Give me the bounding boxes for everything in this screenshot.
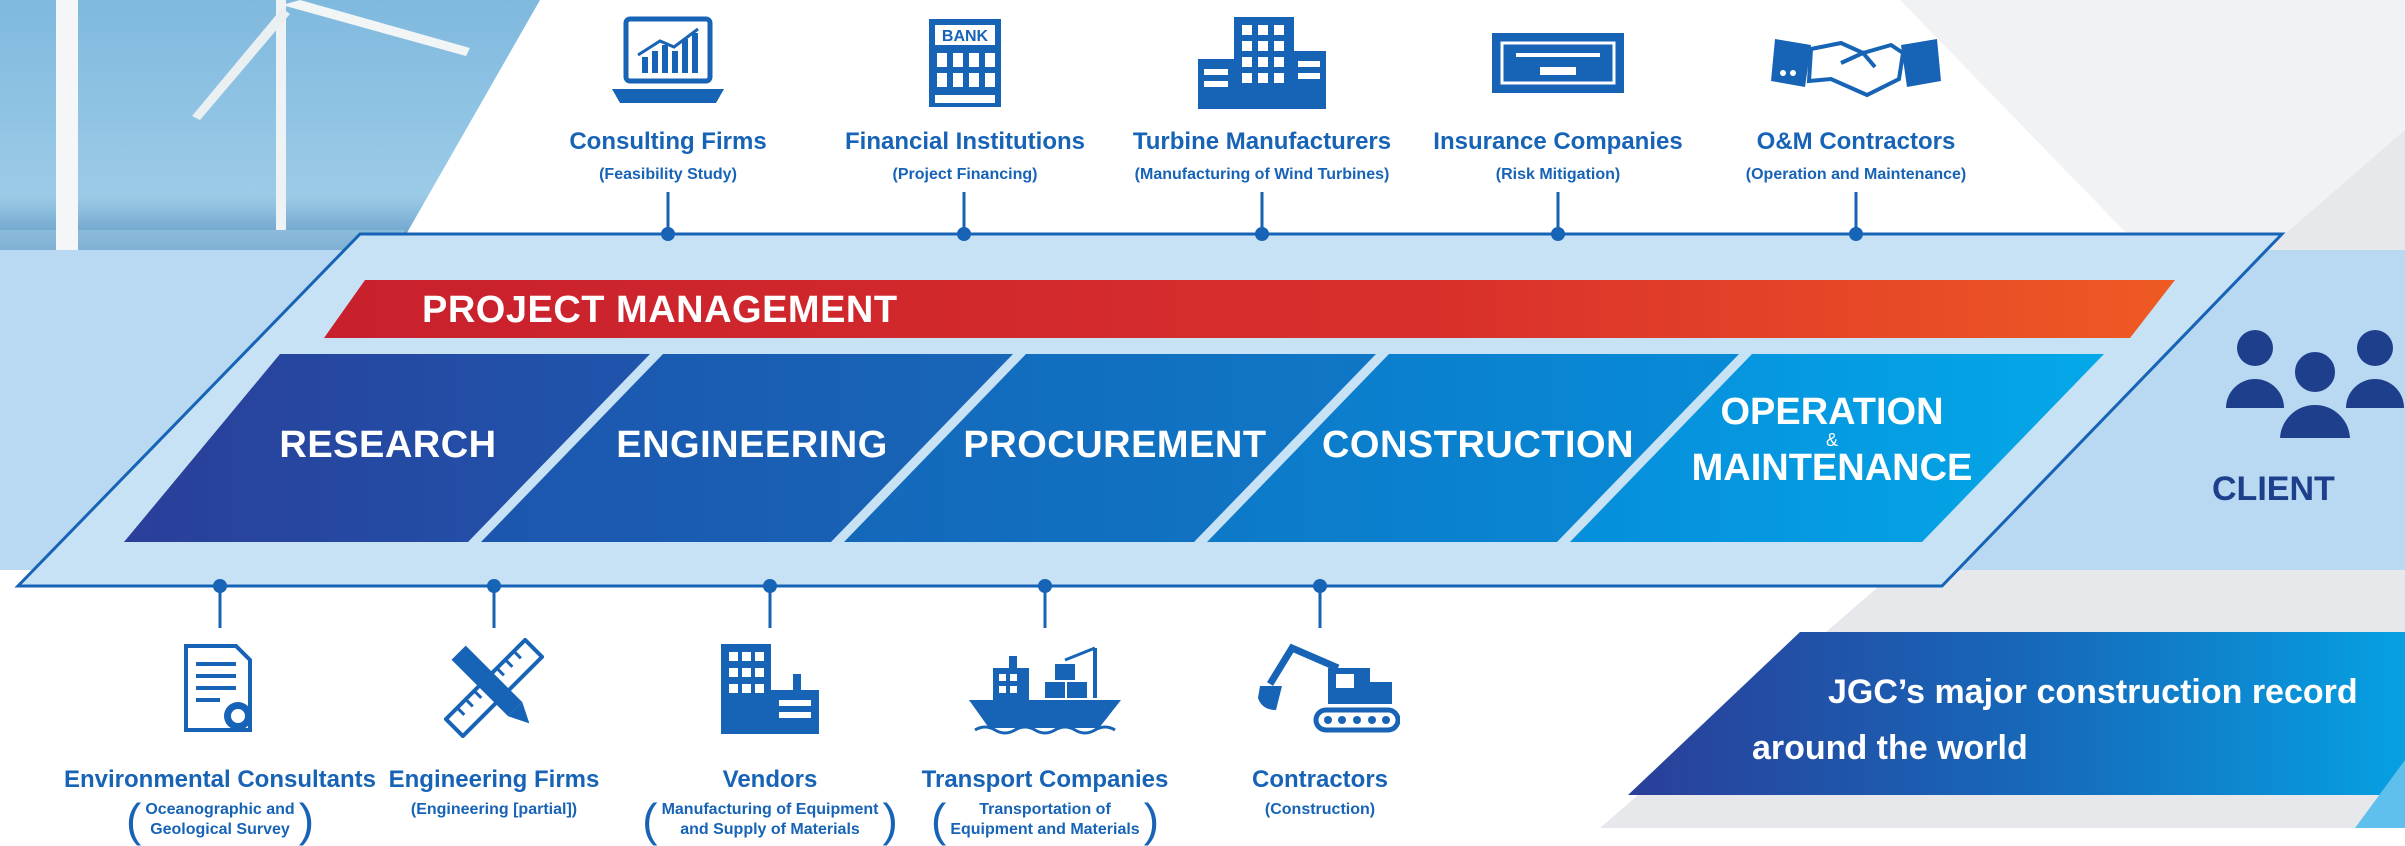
stakeholder-name: Consulting Firms — [569, 128, 767, 155]
phase-label-operation: OPERATION — [1720, 391, 1944, 433]
laptop-chart-icon — [518, 8, 818, 118]
phase-label-research: RESEARCH — [279, 424, 497, 466]
diagram-canvas — [0, 0, 2405, 828]
record-banner-link[interactable]: JGC’s major construction record around t… — [1752, 664, 2358, 776]
stakeholder-role: (Risk Mitigation) — [1495, 166, 1621, 183]
stakeholder-turbine-manufacturers: Turbine Manufacturers (Manufacturing of … — [1112, 8, 1412, 184]
stakeholder-name: Vendors — [722, 766, 818, 793]
turbine-tower — [56, 0, 78, 300]
handshake-icon — [1706, 8, 2006, 118]
stakeholder-role: (Feasibility Study) — [599, 166, 737, 183]
stakeholder-insurance-companies: Insurance Companies (Risk Mitigation) — [1408, 8, 1708, 184]
certificate-document-icon — [55, 628, 385, 748]
bank-icon: BANK — [815, 8, 1115, 118]
cargo-ship-icon — [880, 628, 1210, 748]
phase-research — [124, 354, 650, 542]
client-label: CLIENT — [2212, 470, 2335, 508]
project-management-bar — [324, 280, 2175, 338]
turbine-blade — [192, 8, 290, 120]
svg-text:BANK: BANK — [942, 28, 989, 45]
phase-label-procurement: PROCUREMENT — [963, 424, 1267, 466]
stakeholder-financial-institutions: BANK Financial Institutions (Project Fin… — [815, 8, 1115, 184]
ruler-pencil-icon — [329, 628, 659, 748]
phase-procurement — [844, 354, 1376, 542]
stakeholder-role: Manufacturing of Equipment and Supply of… — [661, 801, 879, 838]
phase-label-maintenance: MAINTENANCE — [1691, 447, 1973, 489]
people-group-icon — [2226, 330, 2404, 442]
stakeholder-role: (Project Financing) — [892, 166, 1038, 183]
stakeholder-role: (Operation and Maintenance) — [1745, 166, 1967, 183]
stakeholder-name: O&M Contractors — [1756, 128, 1956, 155]
stakeholder-name: Engineering Firms — [388, 766, 600, 793]
project-management-label: PROJECT MANAGEMENT — [422, 289, 898, 331]
stakeholder-name: Environmental Consultants — [63, 766, 377, 793]
turbine-blade — [282, 0, 470, 56]
phase-engineering — [481, 354, 1013, 542]
stakeholder-role: (Manufacturing of Wind Turbines) — [1134, 166, 1390, 183]
stakeholder-name: Contractors — [1251, 766, 1389, 793]
excavator-icon — [1155, 628, 1485, 748]
stakeholder-role: Oceanographic and Geological Survey — [145, 801, 295, 838]
phase-operation-maintenance — [1570, 354, 2104, 542]
insurance-document-icon — [1408, 8, 1708, 118]
stakeholder-contractors: Contractors (Construction) — [1155, 628, 1485, 820]
stakeholder-role: (Construction) — [1264, 801, 1376, 818]
stakeholder-name: Transport Companies — [921, 766, 1169, 793]
stakeholder-name: Turbine Manufacturers — [1132, 128, 1392, 155]
stakeholder-role: (Engineering [partial]) — [410, 801, 578, 818]
stakeholder-name: Financial Institutions — [844, 128, 1085, 155]
stakeholder-om-contractors: O&M Contractors (Operation and Maintenan… — [1706, 8, 2006, 184]
ampersand: & — [1825, 430, 1838, 450]
stakeholder-name: Insurance Companies — [1433, 128, 1683, 155]
record-banner — [1628, 632, 2405, 795]
record-banner-line1: JGC’s major construction record — [1828, 673, 2358, 711]
vendor-building-icon — [605, 628, 935, 748]
stakeholder-role: Transportation of Equipment and Material… — [950, 801, 1140, 838]
stakeholder-engineering-firms: Engineering Firms (Engineering [partial]… — [329, 628, 659, 820]
factory-building-icon — [1112, 8, 1412, 118]
phase-label-engineering: ENGINEERING — [616, 424, 888, 466]
stakeholder-consulting-firms: Consulting Firms (Feasibility Study) — [518, 8, 818, 184]
phase-label-operation-maintenance: OPERATION & MAINTENANCE — [1672, 392, 1992, 488]
phase-label-construction: CONSTRUCTION — [1321, 424, 1635, 466]
record-banner-line2: around the world — [1752, 729, 2028, 767]
phase-construction — [1207, 354, 1739, 542]
